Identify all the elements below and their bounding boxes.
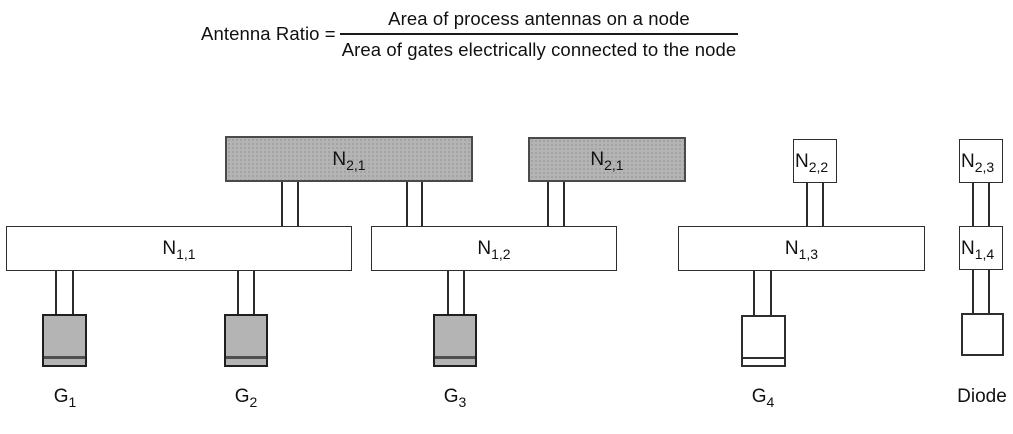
metal2-node-n22: N2,2 [793, 139, 837, 183]
via-n23-n14 [972, 182, 990, 228]
via-n13-g4 [753, 270, 772, 316]
gate-g3 [433, 314, 477, 367]
gate-g4 [741, 315, 786, 367]
via-n21b-n12 [547, 182, 565, 228]
metal2-node-n23: N2,3 [959, 139, 1003, 183]
gate-g2 [224, 314, 268, 367]
node-label: N1,3 [784, 238, 819, 262]
metal1-node-n11: N1,1 [6, 226, 352, 271]
diode-box [961, 313, 1004, 356]
formula-lhs: Antenna Ratio = [201, 23, 336, 44]
gate-oxide-line [226, 356, 266, 359]
gate-label-g3: G3 [443, 386, 467, 410]
gate-oxide-line [435, 356, 475, 359]
metal1-node-n14: N1,4 [959, 226, 1003, 270]
node-label: N2,2 [795, 150, 829, 175]
node-label: N2,3 [961, 150, 995, 175]
via-n11-g1 [55, 270, 74, 316]
via-n12-g3 [447, 270, 465, 316]
metal1-node-n13: N1,3 [678, 226, 925, 271]
diode-label: Diode [957, 386, 1007, 407]
gate-label-g4: G4 [751, 386, 775, 410]
node-label: N1,1 [162, 238, 196, 262]
node-label: N1,2 [477, 238, 511, 262]
gate-label-g2: G2 [234, 386, 258, 410]
via-n14-diode [972, 268, 990, 315]
node-label: N2,1 [590, 149, 624, 173]
gate-g1 [42, 314, 87, 367]
fraction-numerator: Area of process antennas on a node [388, 8, 690, 29]
antenna-ratio-formula: Antenna Ratio = Area of process antennas… [201, 8, 739, 60]
via-n21a-n12 [406, 181, 423, 228]
via-n11-g2 [237, 270, 255, 316]
gate-oxide-line [44, 356, 85, 359]
via-n21a-n11 [281, 181, 299, 228]
node-label: N1,4 [961, 237, 995, 262]
metal1-node-n12: N1,2 [371, 226, 617, 271]
node-label: N2,1 [332, 148, 366, 173]
via-n22-n13 [806, 182, 824, 228]
metal2-node-n21-left: N2,1 [225, 136, 473, 182]
gate-label-g1: G1 [53, 386, 77, 410]
formula-fraction: Area of process antennas on a node Area … [339, 8, 739, 60]
metal2-node-n21-right: N2,1 [528, 137, 686, 182]
fraction-denominator: Area of gates electrically connected to … [339, 33, 739, 60]
gate-oxide-line [743, 356, 784, 359]
